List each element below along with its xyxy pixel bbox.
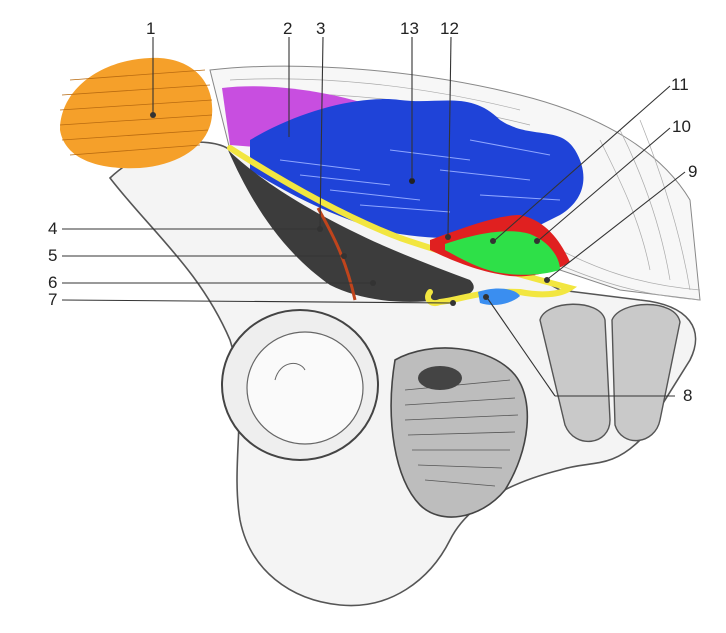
label-9: 9 — [688, 162, 698, 181]
orange-structure — [59, 57, 213, 169]
label-3: 3 — [316, 19, 326, 38]
blue-muscle — [250, 99, 584, 239]
label-13: 13 — [400, 19, 419, 38]
label-10: 10 — [672, 117, 691, 136]
label-5: 5 — [48, 246, 58, 265]
dark-fossa — [228, 150, 474, 302]
green-structure — [445, 231, 560, 275]
lightblue-structure — [478, 288, 520, 305]
yellow-fascia — [227, 145, 578, 306]
label-6: 6 — [48, 273, 58, 292]
label-2: 2 — [283, 19, 293, 38]
label-12: 12 — [440, 19, 459, 38]
acetabulum — [221, 309, 379, 461]
label-8: 8 — [683, 386, 693, 405]
label-11: 11 — [671, 75, 689, 94]
leader-lines — [61, 36, 686, 397]
label-1: 1 — [146, 19, 156, 38]
label-4: 4 — [48, 219, 58, 238]
symphysis — [539, 303, 681, 442]
obturator-foramen — [390, 347, 529, 518]
label-7: 7 — [48, 290, 58, 309]
vessel-line — [316, 207, 357, 301]
